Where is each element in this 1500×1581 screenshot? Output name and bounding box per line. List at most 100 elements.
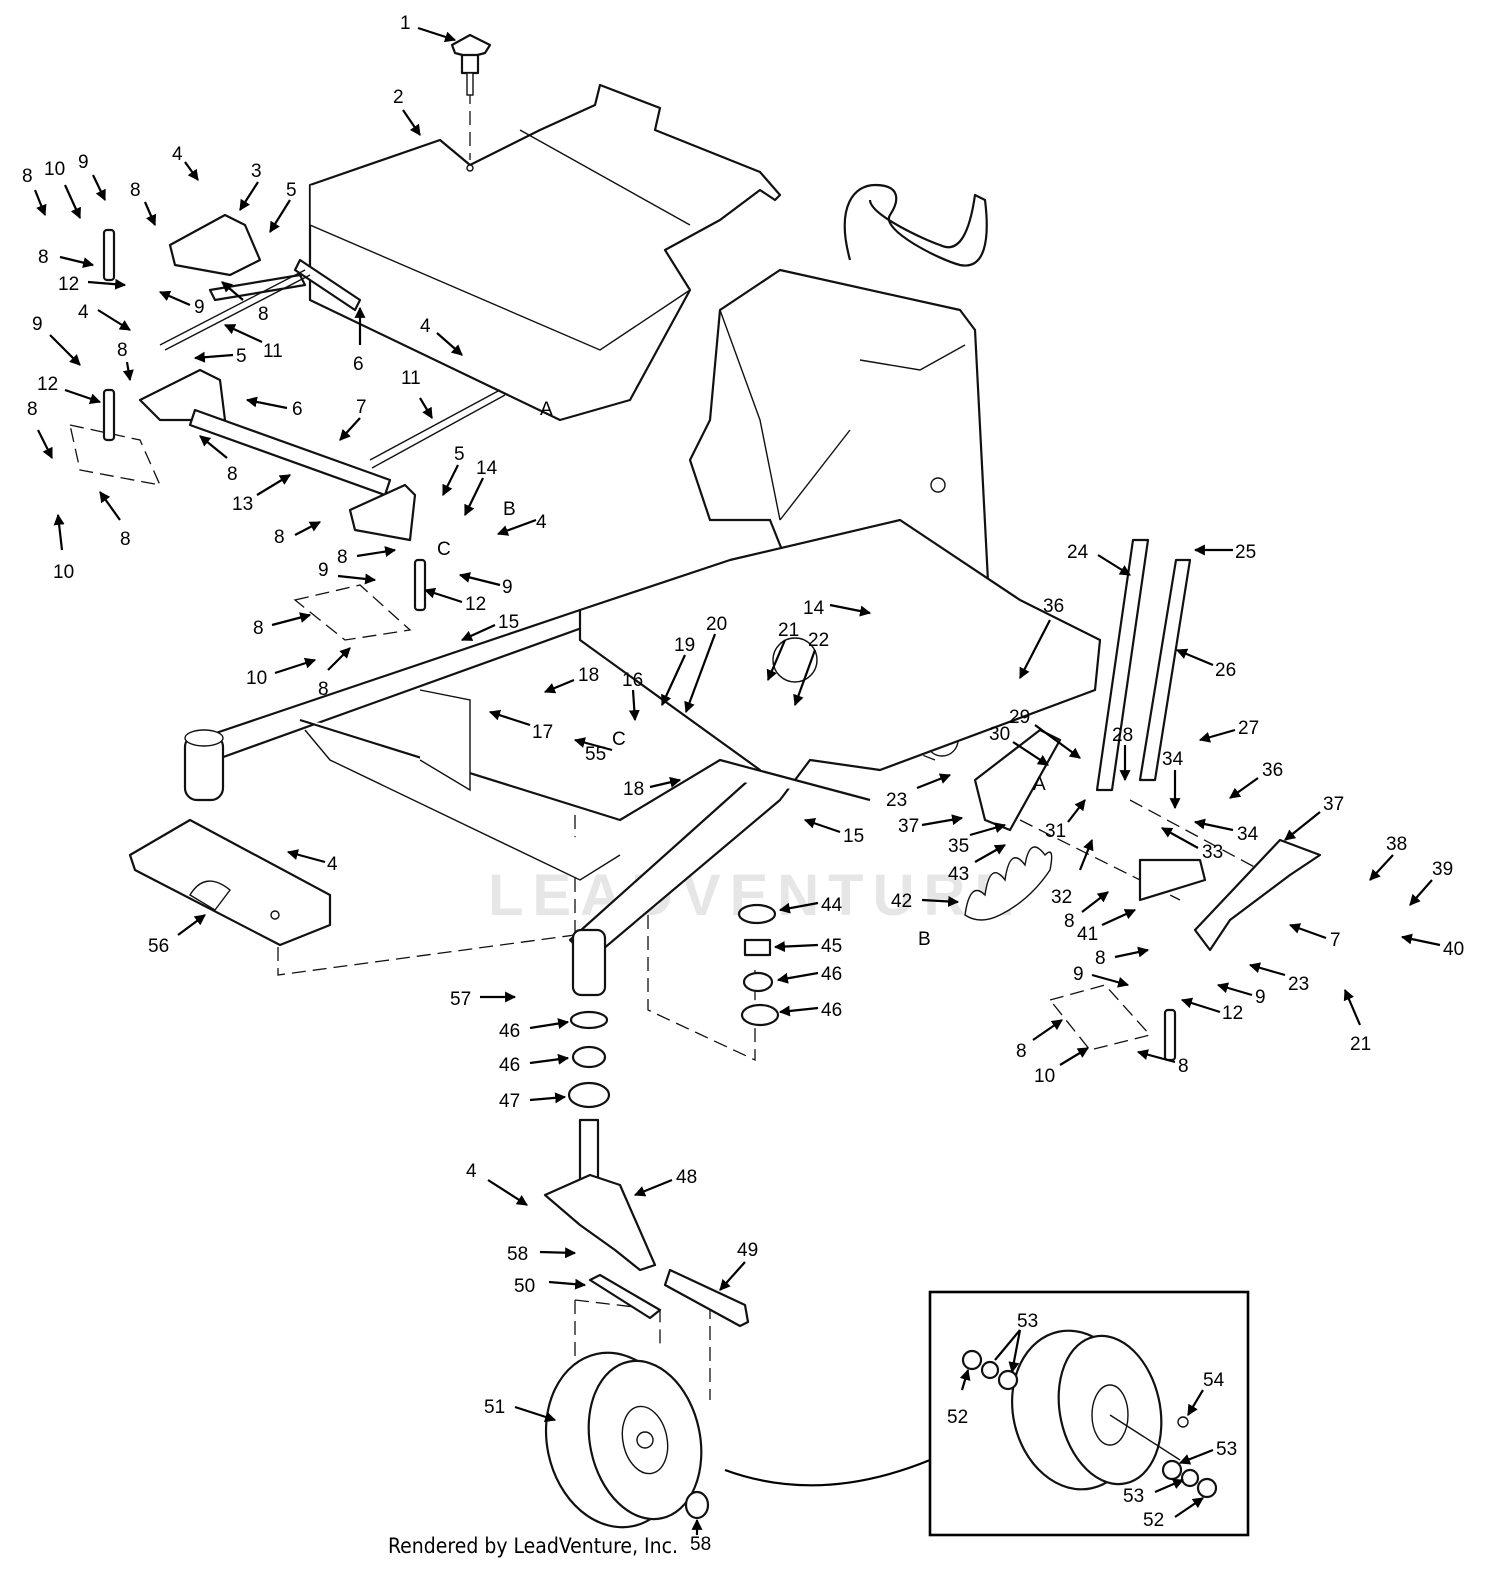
callout-label: 14 [476,458,498,479]
callout-label: 5 [454,444,465,465]
callout-label: 12 [1222,1003,1243,1024]
callout-23b: 23 [1248,962,1309,995]
callout-5a: 5 [269,180,297,233]
callout-label: 37 [1323,794,1344,815]
reference-letter-c: C [437,539,451,560]
callout-label: 9 [1073,964,1084,985]
callout-label: 10 [1034,1066,1055,1087]
callout-30: 30 [989,724,1049,766]
callout-20: 20 [684,614,727,714]
callout-label: 55 [585,744,606,765]
callout-25: 25 [1193,542,1256,563]
callout-label: 45 [821,936,842,957]
callout-label: 14 [803,598,825,619]
callout-40: 40 [1400,933,1464,960]
callout-12a: 12 [58,274,127,295]
callout-label: 9 [194,297,205,318]
callout-label: 40 [1443,939,1464,960]
callout-label: 58 [507,1244,528,1265]
callout-label: 9 [78,152,89,173]
callout-label: 39 [1432,859,1453,880]
callout-label: 6 [292,399,303,420]
reference-letter-c: C [612,729,626,750]
callout-5b: 5 [193,346,247,367]
callout-41: 41 [1077,908,1137,945]
callout-label: 46 [499,1055,520,1076]
callout-label: 28 [1112,725,1133,746]
callout-label: 19 [674,635,695,656]
callout-label: 53 [1123,1486,1144,1507]
callout-10d: 10 [1034,1047,1089,1087]
callout-label: 46 [821,964,842,985]
callout-53a: 53 [994,1311,1038,1372]
callout-36a: 36 [1019,596,1064,679]
callout-label: 43 [948,864,969,885]
callout-4b: 4 [78,302,131,331]
callout-12d: 12 [1180,997,1243,1024]
callout-17: 17 [488,709,553,743]
callout-label: 30 [989,724,1010,745]
callout-label: 20 [706,614,727,635]
callout-label: 13 [232,494,253,515]
callout-label: 8 [130,180,141,201]
callout-label: 9 [32,314,43,335]
callout-4e: 4 [286,849,338,875]
callout-label: 36 [1262,760,1283,781]
callout-37b: 37 [1284,794,1344,841]
callout-label: 12 [58,274,79,295]
knob-fastener [450,33,492,96]
callout-12c: 12 [423,587,486,615]
callout-label: 3 [251,161,262,182]
callout-57: 57 [450,989,517,1010]
callout-21a: 21 [766,620,799,682]
callout-label: 4 [78,302,89,323]
callout-label: 10 [53,562,74,583]
caster-axle-bolt [588,1268,750,1328]
callout-49: 49 [719,1240,758,1291]
callout-label: 27 [1238,718,1259,739]
callout-label: 58 [690,1534,711,1555]
callout-2: 2 [393,87,421,136]
callout-58a: 58 [507,1244,577,1265]
callout-10a: 10 [44,159,82,220]
callout-label: 8 [38,247,49,268]
callout-9c: 9 [32,314,81,366]
callout-23a: 23 [886,773,952,811]
callout-label: 23 [886,790,907,811]
callout-8d: 8 [221,281,269,325]
callout-53c: 53 [1123,1478,1185,1507]
callout-label: 5 [286,180,297,201]
callout-label: 9 [318,560,329,581]
deck-cover-plate [308,83,782,422]
callout-label: 48 [676,1167,697,1188]
reference-letter-b: B [503,499,516,520]
callout-label: 26 [1215,660,1236,681]
callout-label: 4 [327,854,338,875]
callout-label: 8 [274,527,285,548]
callout-label: 1 [400,13,411,34]
callout-10b: 10 [53,513,74,583]
callout-label: 2 [393,87,404,108]
callout-38: 38 [1369,834,1407,881]
callout-4c: 4 [420,316,463,356]
callout-29: 29 [1009,707,1081,759]
callout-56: 56 [148,914,206,957]
callout-label: 34 [1162,749,1184,770]
callout-label: 8 [1016,1041,1027,1062]
callout-4d: 4 [496,512,547,536]
callout-label: 53 [1017,1311,1038,1332]
callout-53b: 53 [1178,1439,1237,1465]
caster-wheel [544,1351,710,1529]
main-chassis-frame [183,518,1102,962]
callout-label: 4 [420,316,431,337]
callout-9d: 9 [318,560,377,585]
callout-50: 50 [514,1276,587,1297]
callout-51: 51 [484,1397,557,1423]
callout-18b: 18 [623,776,682,800]
callout-8i: 8 [274,521,321,548]
callout-48: 48 [633,1167,697,1197]
reference-letter-group: A A B B C C [437,399,1046,950]
callout-label: 44 [821,895,843,916]
callout-label: 4 [536,512,547,533]
callout-label: 15 [843,826,864,847]
